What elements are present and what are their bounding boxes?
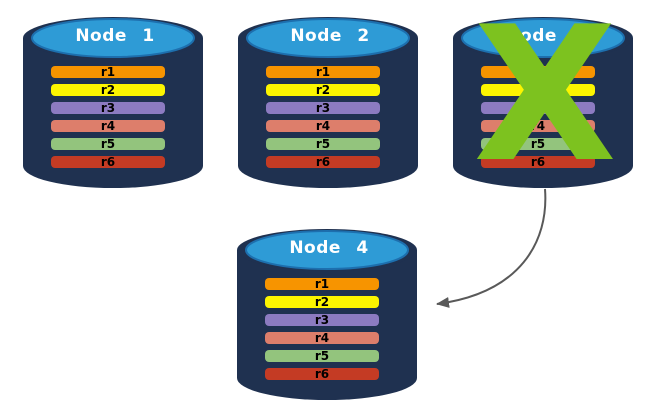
row-list: r1 r2 r3 r4 r5 r6: [481, 66, 595, 174]
row-r3: r3: [51, 102, 165, 114]
row-r1: r1: [266, 66, 380, 78]
row-r3: r3: [265, 314, 379, 326]
node-3: Node 3 r1 r2 r3 r4 r5 r6 X: [453, 2, 637, 192]
row-r6: r6: [481, 156, 595, 168]
node-2: Node 2 r1 r2 r3 r4 r5 r6: [238, 8, 422, 192]
row-r6: r6: [265, 368, 379, 380]
row-r4: r4: [481, 120, 595, 132]
row-list: r1 r2 r3 r4 r5 r6: [266, 66, 380, 174]
node-title: Node 2: [290, 26, 370, 46]
row-r2: r2: [266, 84, 380, 96]
row-r2: r2: [481, 84, 595, 96]
row-r1: r1: [265, 278, 379, 290]
node-title: Node 4: [289, 238, 369, 258]
row-r3: r3: [481, 102, 595, 114]
row-r4: r4: [266, 120, 380, 132]
node-4: Node 4 r1 r2 r3 r4 r5 r6: [237, 220, 421, 402]
row-r2: r2: [265, 296, 379, 308]
row-r4: r4: [51, 120, 165, 132]
row-r6: r6: [51, 156, 165, 168]
row-r5: r5: [265, 350, 379, 362]
row-r1: r1: [481, 66, 595, 78]
row-list: r1 r2 r3 r4 r5 r6: [51, 66, 165, 174]
node-1: Node 1 r1 r2 r3 r4 r5 r6: [23, 8, 207, 192]
row-r2: r2: [51, 84, 165, 96]
failover-arrow-path: [436, 188, 547, 308]
row-r3: r3: [266, 102, 380, 114]
row-list: r1 r2 r3 r4 r5 r6: [265, 278, 379, 386]
row-r1: r1: [51, 66, 165, 78]
row-r6: r6: [266, 156, 380, 168]
node-title: Node 1: [75, 26, 155, 46]
row-r5: r5: [481, 138, 595, 150]
row-r4: r4: [265, 332, 379, 344]
row-r5: r5: [266, 138, 380, 150]
row-r5: r5: [51, 138, 165, 150]
node-title: Node 3: [505, 26, 585, 46]
